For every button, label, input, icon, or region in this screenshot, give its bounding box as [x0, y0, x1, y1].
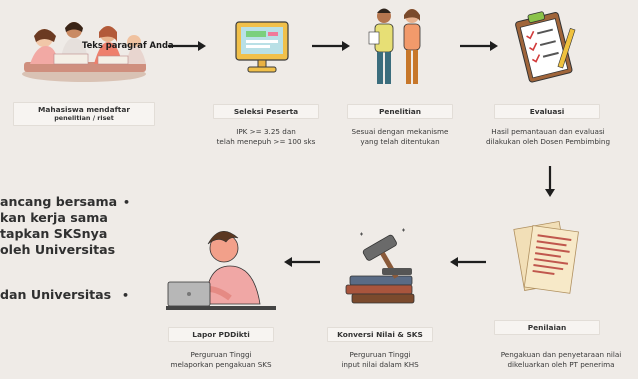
researchers-icon	[368, 8, 421, 84]
desc-lapor-line-1: Perguruan Tinggi	[190, 350, 252, 359]
desc-konversi: Perguruan Tinggi input nilai dalam KHS	[316, 350, 444, 369]
left-text-line-5: dan Universitas	[0, 287, 112, 302]
label-penilaian: Penilaian	[494, 320, 600, 335]
desc-lapor: Perguruan Tinggi melaporkan pengakuan SK…	[156, 350, 286, 369]
label-lapor: Lapor PDDikti	[168, 327, 274, 342]
gavel-books-icon	[345, 228, 415, 304]
desc-penilaian-line-2: dikeluarkan oleh PT penerima	[507, 359, 615, 369]
desc-penelitian-line-2: yang telah ditentukan	[360, 136, 440, 146]
clipboard-checklist-icon	[515, 11, 576, 83]
desc-evaluasi: Hasil pemantauan dan evaluasi dilakukan …	[478, 127, 618, 146]
desc-seleksi: IPK >= 3.25 dan telah menepuh >= 100 sks	[205, 127, 327, 146]
left-text-line-4: oleh Universitas	[0, 242, 116, 257]
left-text-line-1: ancang bersama	[0, 194, 118, 209]
arrow-right-1	[168, 41, 206, 51]
label-mahasiswa-title: Mahasiswa mendaftar	[38, 105, 130, 114]
desc-seleksi-line-1: IPK >= 3.25 dan	[236, 127, 296, 136]
desc-penelitian-line-1: Sesuai dengan mekanisme	[351, 127, 449, 136]
desc-penilaian-line-1: Pengakuan dan penyetaraan nilai	[500, 350, 622, 359]
label-evaluasi: Evaluasi	[494, 104, 600, 119]
left-text-line-3: tapkan SKSnya	[0, 226, 108, 241]
arrow-right-2	[312, 41, 350, 51]
documents-icon	[513, 220, 579, 294]
person-laptop-icon	[166, 231, 276, 310]
desc-lapor-line-2: melaporkan pengakuan SKS	[170, 359, 272, 369]
label-mahasiswa-subtitle: penelitian / riset	[54, 114, 114, 122]
desc-evaluasi-line-2: dilakukan oleh Dosen Pembimbing	[485, 136, 611, 146]
desc-konversi-line-1: Perguruan Tinggi	[349, 350, 411, 359]
desc-penilaian: Pengakuan dan penyetaraan nilai dikeluar…	[486, 350, 636, 369]
left-bullet-2: •	[122, 289, 130, 302]
students-reading-icon	[22, 22, 146, 82]
arrow-down	[545, 166, 555, 197]
arrow-left-2	[284, 257, 320, 267]
label-mahasiswa: Mahasiswa mendaftar penelitian / riset	[13, 102, 155, 126]
arrow-right-3	[460, 41, 498, 51]
left-bullet-1: •	[123, 196, 131, 209]
overlay-text: Teks paragraf Anda	[82, 40, 174, 50]
desc-penelitian: Sesuai dengan mekanisme yang telah diten…	[334, 127, 466, 146]
desc-konversi-line-2: input nilai dalam KHS	[341, 359, 419, 369]
left-text-line-2: kan kerja sama	[0, 210, 108, 225]
monitor-icon	[235, 21, 289, 73]
desc-evaluasi-line-1: Hasil pemantauan dan evaluasi	[491, 127, 605, 136]
arrow-left-1	[450, 257, 486, 267]
label-penelitian: Penelitian	[347, 104, 453, 119]
label-konversi: Konversi Nilai & SKS	[327, 327, 433, 342]
desc-seleksi-line-2: telah menepuh >= 100 sks	[216, 136, 316, 146]
label-seleksi: Seleksi Peserta	[213, 104, 319, 119]
